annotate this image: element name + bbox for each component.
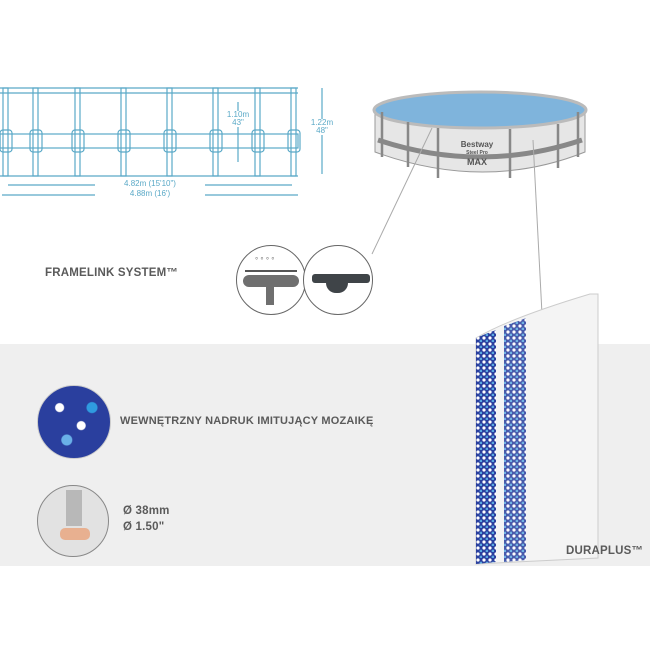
- connector-size-in: Ø 1.50": [123, 521, 165, 533]
- duraplus-wall-image: [475, 293, 599, 565]
- framelink-connector-photo: [303, 245, 373, 315]
- mosaic-label: WEWNĘTRZNY NADRUK IMITUJĄCY MOZAIKĘ: [120, 415, 374, 427]
- inner-diameter-label: 4.82m (15'10"): [95, 180, 205, 188]
- hose-connector-photo: [37, 485, 109, 557]
- mosaic-pattern-icon: [37, 385, 111, 459]
- water-drops-icon: ° ° ° °: [255, 256, 275, 265]
- framelink-diagram-icon: ° ° ° °: [236, 245, 306, 315]
- duraplus-label: DURAPLUS™: [566, 545, 644, 557]
- connector-size-mm: Ø 38mm: [123, 505, 170, 517]
- pool-image: [372, 90, 588, 178]
- framelink-label: FRAMELINK SYSTEM™: [45, 267, 179, 279]
- outer-diameter-label: 4.88m (16'): [95, 190, 205, 198]
